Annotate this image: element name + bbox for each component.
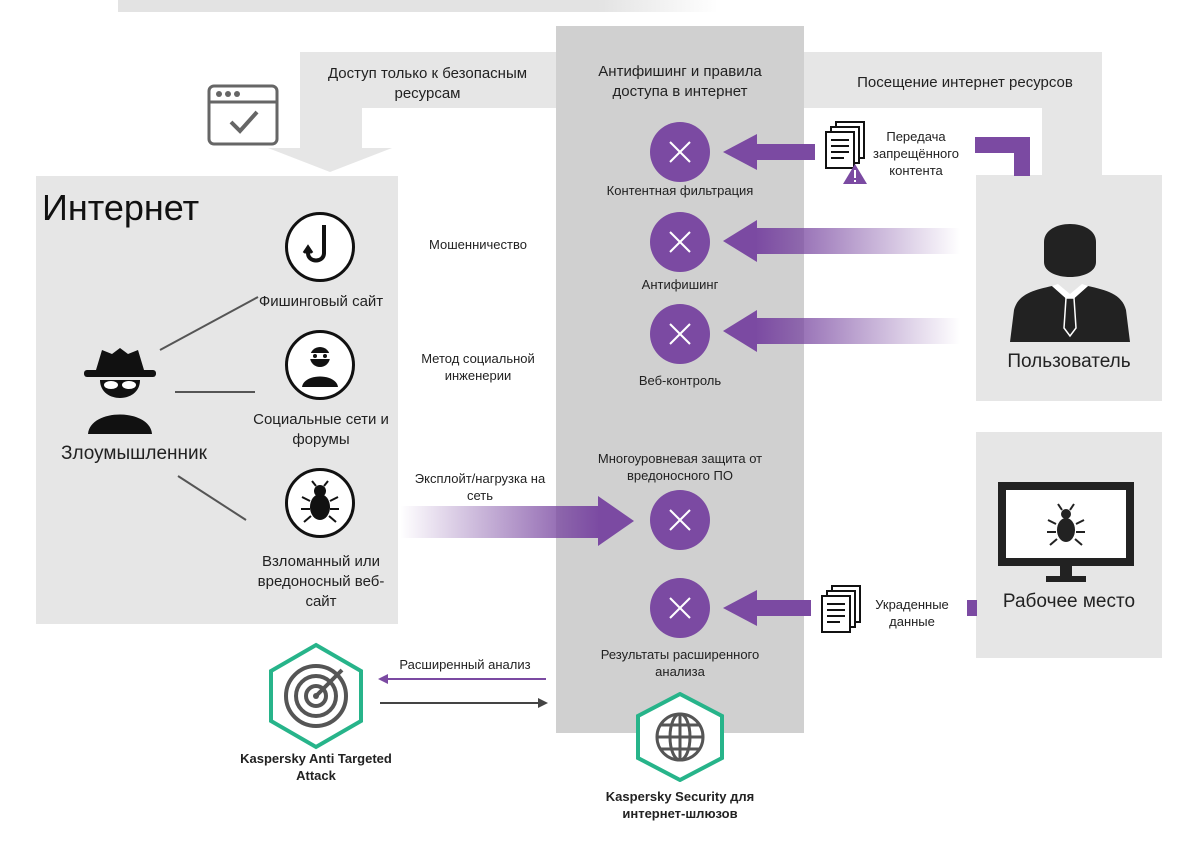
phishing-site-label: Фишинговый сайт	[258, 293, 384, 310]
kata-product-label: Kaspersky Anti Targeted Attack	[240, 751, 392, 783]
gateway-title: Антифишинг и правила доступа в интернет	[598, 63, 762, 100]
ksg-logo-icon	[630, 691, 730, 787]
fishing-hook-icon	[285, 212, 355, 282]
antiphishing-label: Антифишинг	[641, 277, 719, 292]
advanced-analysis-label: Расширенный анализ	[399, 657, 531, 672]
content-filter-label: Контентная фильтрация	[606, 183, 754, 198]
kata-logo-icon	[266, 642, 366, 755]
forbidden-content-arrow-head	[723, 134, 757, 170]
stolen-data-arrow-head	[723, 590, 757, 626]
social-engineering-label: Метод социальной инженерии	[421, 351, 535, 383]
content-filter-block-icon	[650, 122, 710, 182]
analysis-results-label: Результаты расширенного анализа	[600, 647, 760, 679]
workstation-label: Рабочее место	[1002, 591, 1136, 612]
ksg-product-label: Kaspersky Security для интернет-шлюзов	[605, 789, 755, 821]
stolen-data-arrow-tail	[967, 600, 977, 616]
exploit-arrow-body	[400, 506, 600, 538]
forbidden-content-label: Передача запрещённого контента	[873, 129, 959, 178]
user-label: Пользователь	[1007, 351, 1131, 372]
antiphishing-block-icon	[650, 212, 710, 272]
stolen-data-label: Украденные данные	[875, 597, 949, 629]
browser-check-icon	[207, 84, 279, 151]
safe-access-label: Доступ только к безопасным ресурсам	[327, 65, 528, 102]
internet-title: Интернет	[42, 187, 200, 228]
antiphishing-arrow-body	[755, 228, 960, 254]
forbidden-content-path	[975, 137, 1030, 176]
analysis-block-icon	[650, 578, 710, 638]
visit-label: Посещение интернет ресурсов	[857, 74, 1073, 91]
user-panel	[976, 175, 1162, 401]
bug-icon	[285, 468, 355, 538]
top-flow-band	[268, 52, 1102, 175]
forbidden-content-arrow-body	[755, 144, 815, 160]
social-networks-label: Социальные сети и форумы	[253, 411, 389, 448]
hacker-icon	[78, 344, 162, 439]
forbidden-document-icon	[822, 120, 872, 191]
user-silhouette-icon	[1000, 206, 1140, 347]
antiphishing-arrow-head	[723, 220, 757, 262]
exploit-label: Эксплойт/нагрузка на сеть	[414, 471, 546, 503]
advanced-analysis-head	[378, 674, 388, 684]
malware-protection-label: Многоуровневая защита от вредоносного ПО	[597, 451, 763, 483]
fraud-label: Мошенничество	[429, 237, 527, 252]
webcontrol-arrow-body	[755, 318, 960, 344]
monitor-icon	[996, 480, 1136, 589]
webcontrol-label: Веб-контроль	[638, 373, 722, 388]
compromised-site-label: Взломанный или вредоносный веб-сайт	[257, 553, 385, 610]
exploit-arrow-head	[598, 496, 634, 546]
top-edge-band	[118, 0, 718, 12]
stolen-data-arrow-body	[755, 600, 811, 616]
return-head	[538, 698, 548, 708]
stolen-document-icon	[818, 584, 862, 641]
attacker-label: Злоумышленник	[61, 443, 207, 464]
webcontrol-arrow-head	[723, 310, 757, 352]
masked-person-icon	[285, 330, 355, 400]
connector-line-phishing	[159, 296, 259, 351]
connector-line-malware	[177, 475, 247, 521]
malware-block-icon	[650, 490, 710, 550]
webcontrol-block-icon	[650, 304, 710, 364]
